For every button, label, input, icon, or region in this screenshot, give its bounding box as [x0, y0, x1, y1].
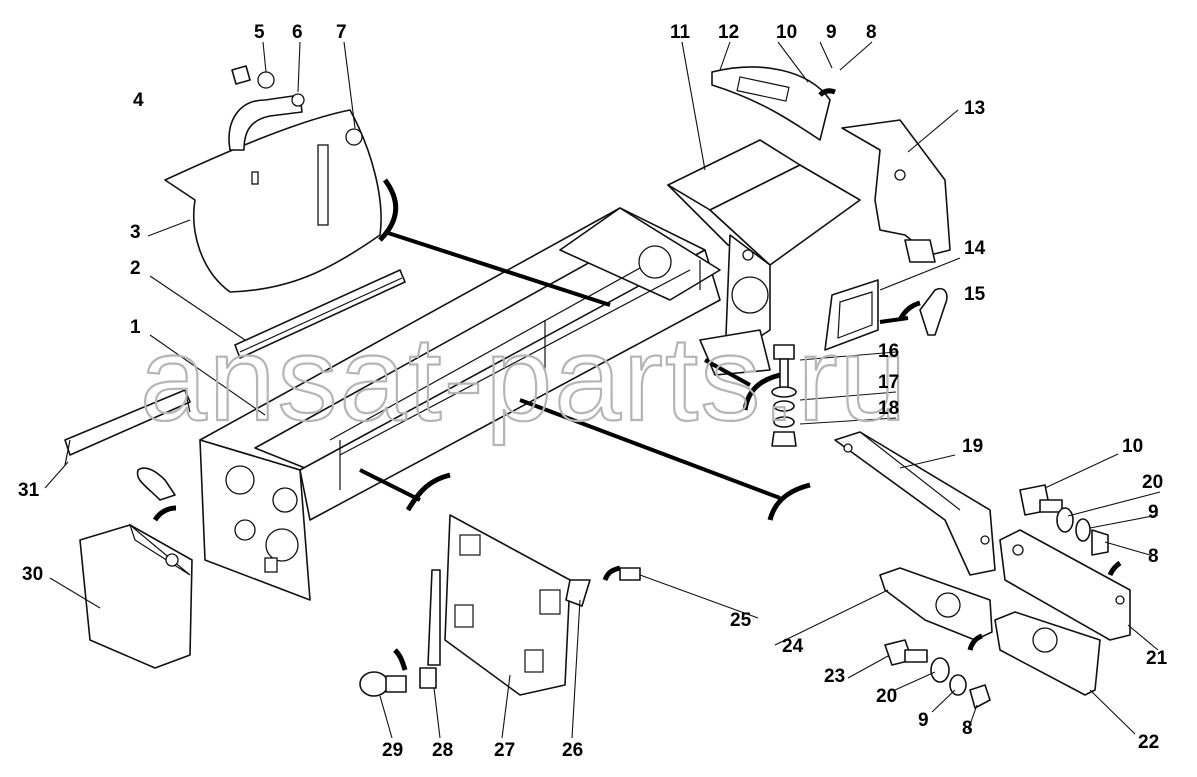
callout-9-right: 9	[1148, 502, 1159, 523]
small-plate	[824, 279, 879, 351]
callout-15: 15	[964, 284, 986, 305]
callout-4: 4	[133, 90, 144, 111]
shield-plate	[164, 65, 382, 293]
detail-connectors	[152, 88, 1122, 671]
callout-30: 30	[22, 564, 43, 585]
callout-9-lower: 9	[918, 710, 929, 731]
bottom-plate	[359, 514, 641, 697]
callout-21: 21	[1146, 648, 1168, 669]
hardware-right	[1019, 484, 1109, 556]
end-cover	[79, 467, 193, 669]
callout-1: 1	[130, 317, 141, 338]
callout-26: 26	[562, 740, 583, 761]
callout-31: 31	[18, 480, 40, 501]
hardware-lower	[884, 639, 991, 709]
callout-11: 11	[670, 22, 691, 43]
callout-10-top: 10	[776, 22, 797, 43]
watermark: ansat-parts.ru	[140, 312, 908, 446]
callout-17: 17	[878, 372, 899, 393]
callout-8-top: 8	[866, 22, 877, 43]
callout-10-right: 10	[1122, 436, 1143, 457]
callout-7: 7	[336, 22, 347, 43]
callout-28: 28	[432, 740, 453, 761]
callout-18: 18	[878, 398, 899, 419]
side-rail	[234, 269, 406, 359]
callout-6: 6	[292, 22, 303, 43]
callout-8-lower: 8	[962, 718, 973, 739]
callout-20-right: 20	[1142, 472, 1163, 493]
rear-tower	[667, 139, 861, 376]
callout-16: 16	[878, 341, 899, 362]
callout-12: 12	[718, 22, 739, 43]
long-bracket	[834, 431, 996, 576]
callout-2: 2	[130, 258, 141, 279]
bolt-stack	[771, 344, 797, 447]
callout-8-right: 8	[1148, 546, 1159, 567]
callout-23: 23	[824, 666, 845, 687]
callout-24: 24	[782, 636, 804, 657]
callout-14: 14	[964, 238, 986, 259]
lower-left-rail	[64, 389, 191, 466]
side-bracket	[999, 529, 1131, 641]
callout-27: 27	[494, 740, 515, 761]
callout-9-top: 9	[826, 22, 837, 43]
callout-22: 22	[1138, 732, 1159, 753]
callout-19: 19	[962, 436, 983, 457]
lower-brackets	[879, 567, 1101, 696]
callout-20-lower: 20	[876, 686, 897, 707]
top-cover	[711, 66, 831, 141]
callout-labels: 1 2 3 4 5 6 7 8 9 10 11 12 13 14 15 16 1…	[18, 22, 1168, 761]
side-guard	[841, 119, 951, 263]
callout-29: 29	[382, 740, 403, 761]
pin	[919, 287, 948, 336]
callout-25: 25	[730, 610, 752, 631]
callout-5: 5	[254, 22, 265, 43]
callout-3: 3	[130, 222, 141, 243]
leader-lines	[44, 41, 1161, 739]
callout-13: 13	[964, 98, 985, 119]
